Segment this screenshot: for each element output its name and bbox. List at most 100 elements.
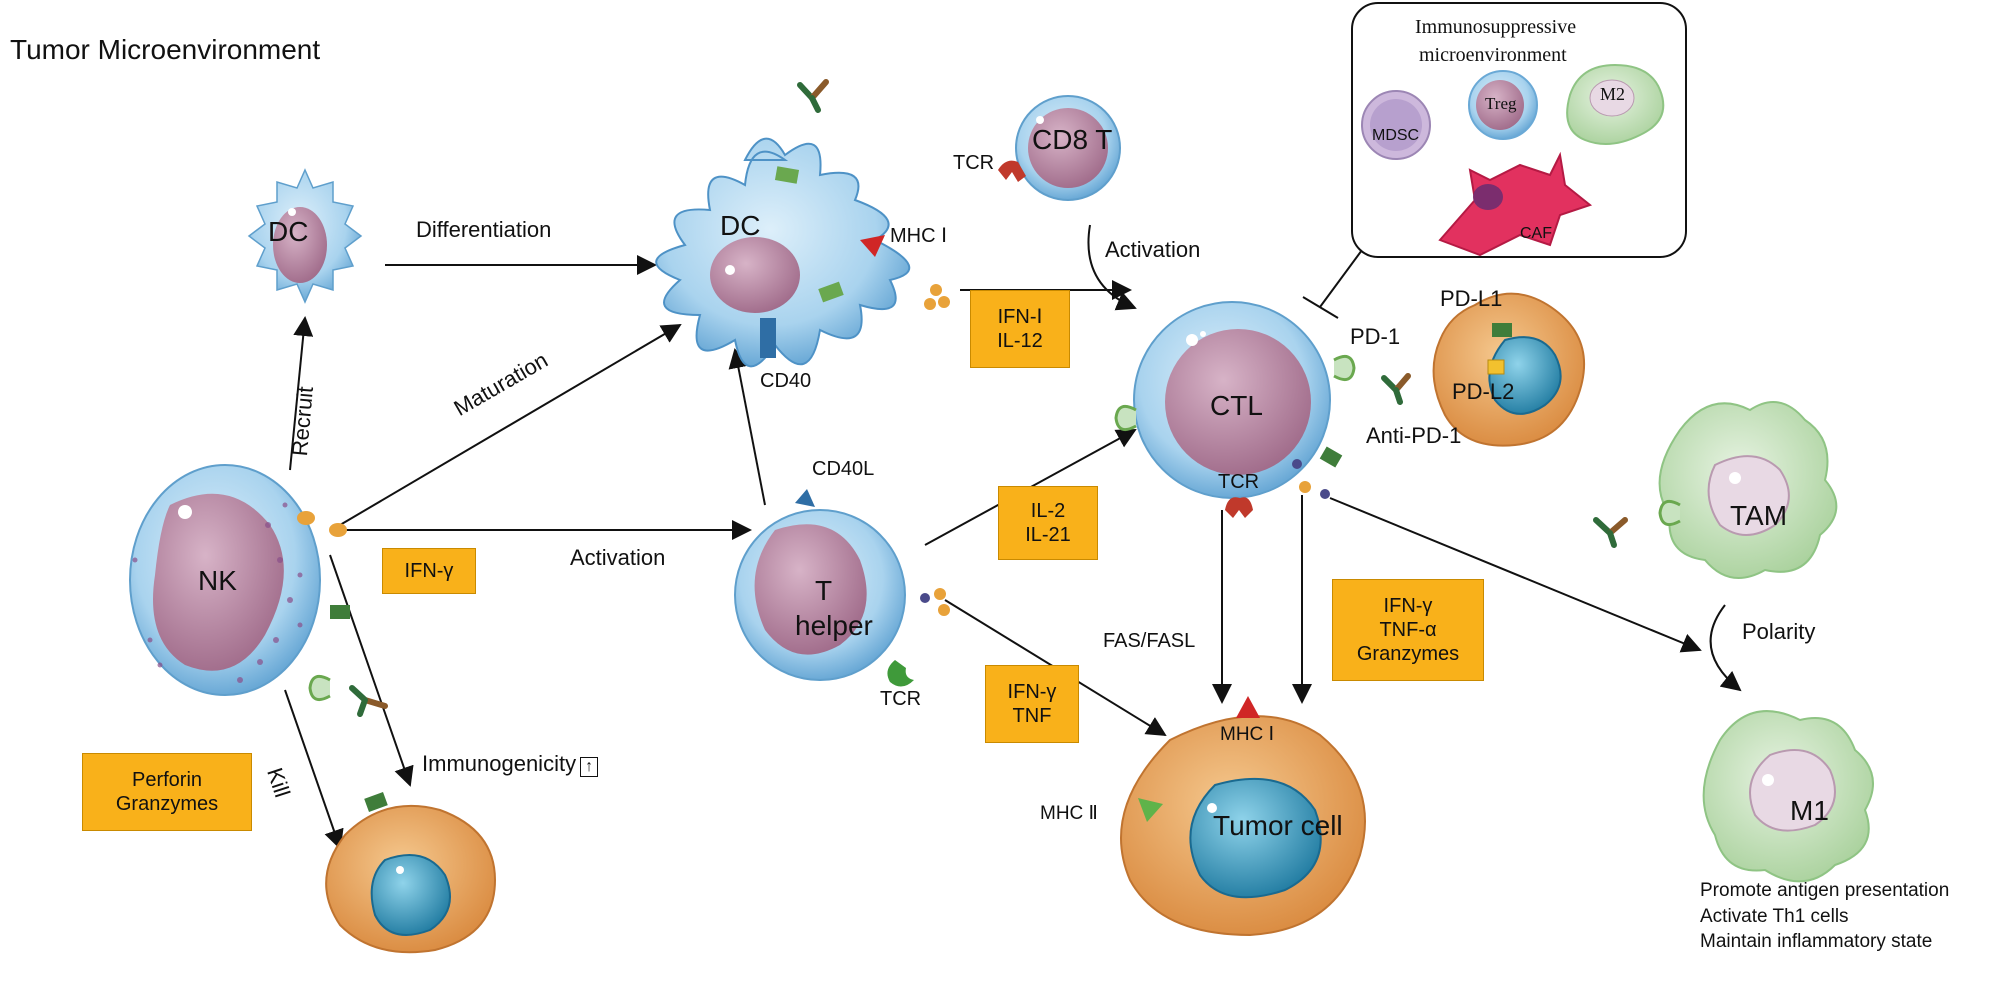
immunogenicity-text: Immunogenicity: [422, 751, 577, 776]
cd40-receptor: [760, 318, 776, 358]
m1-label: M1: [1790, 795, 1829, 826]
arrow-kill: [284, 689, 344, 850]
mhc1-tumor-label: MHC Ⅰ: [1220, 724, 1275, 745]
m2-label: M2: [1600, 84, 1626, 104]
anti-pd1-antibody-icon: [1381, 373, 1411, 405]
ifn1-il12-box: IFN-Ⅰ IL-12: [970, 290, 1070, 368]
ifng-nk-line1: IFN-γ: [404, 560, 454, 582]
arrow-recruit: [289, 316, 314, 471]
treg-cell: [1468, 70, 1538, 140]
tam-cell: [1658, 401, 1838, 579]
anti-pd1-label: Anti-PD-1: [1366, 423, 1462, 448]
tcr-th-receptor: [887, 660, 914, 687]
t-helper-cell: [734, 489, 950, 687]
arrow-ctl-to-m1: [1329, 497, 1702, 653]
effect-item-2: Activate Th1 cells: [1700, 905, 1849, 927]
pdl2-ligand: [1487, 359, 1505, 375]
cd8-activation-label: Activation: [1105, 237, 1201, 262]
perforin-line1: Perforin: [131, 769, 203, 791]
arrow-immunogenicity: [329, 554, 414, 787]
mhc2-tumor-label: MHC Ⅱ: [1040, 803, 1098, 824]
differentiation-label: Differentiation: [416, 217, 552, 242]
mhc1-dc-label: MHC Ⅰ: [890, 225, 948, 247]
pdl2-label: PD-L2: [1452, 379, 1515, 404]
mdsc-cell: [1361, 90, 1431, 160]
m1-effects-list: Promote antigen presentation Activate Th…: [1700, 878, 1949, 955]
page-title: Tumor Microenvironment: [10, 34, 321, 65]
effect-item-1: Promote antigen presentation: [1700, 880, 1950, 901]
tumor-cell-label: Tumor cell: [1213, 810, 1343, 841]
cd40-label: CD40: [760, 370, 812, 392]
ifng-nk-box: IFN-γ: [382, 548, 476, 594]
il2-line1: IL-2: [1030, 500, 1066, 522]
pdl1-label: PD-L1: [1440, 286, 1503, 311]
ifng-tnf-box: IFN-γ TNF: [985, 665, 1079, 743]
inhibition-bar: [1302, 296, 1339, 319]
nk-activation-label: Activation: [570, 545, 666, 570]
arrow-th-to-dc: [728, 348, 766, 506]
fas-fasl-label: FAS/FASL: [1103, 630, 1196, 652]
dc-small-cell: [247, 168, 363, 304]
il2-line2: IL-21: [1025, 524, 1071, 546]
mhc1-dc-marker: [860, 235, 885, 257]
t-helper-label-1: T: [815, 575, 833, 606]
ifng-tnfa-granzymes-box: IFN-γ TNF-α Granzymes: [1332, 579, 1484, 681]
tam-label: TAM: [1730, 500, 1788, 531]
m1-cell: [1702, 710, 1874, 883]
immunogenicity-label: Immunogenicity↑: [422, 751, 599, 777]
ctl-label: CTL: [1210, 390, 1263, 421]
cd8-label: CD8 T: [1032, 124, 1113, 155]
tcr-th-label: TCR: [880, 688, 922, 710]
polarity-label: Polarity: [1742, 619, 1816, 644]
arrows: [284, 224, 1742, 850]
dc-large-label: DC: [720, 210, 761, 241]
antibody-icon: [797, 79, 829, 113]
mhc2-tumor-marker: [1138, 798, 1163, 822]
inset-title-line2: microenvironment: [1419, 44, 1567, 66]
pd1-label: PD-1: [1350, 324, 1401, 349]
ifng-tnf-line2: TNF: [1012, 705, 1052, 727]
caf-cell: [1438, 151, 1593, 257]
dc-large-cell: [655, 137, 950, 368]
ifng-tnfa-line2: TNF-α: [1379, 619, 1437, 641]
ifng-tnfa-line3: Granzymes: [1356, 643, 1460, 665]
ifn1-line2: IL-12: [997, 330, 1043, 352]
ifng-tnfa-line1: IFN-γ: [1383, 595, 1433, 617]
tam-antibody-icon: [1593, 517, 1628, 548]
perforin-line2: Granzymes: [115, 793, 219, 815]
il2-il21-box: IL-2 IL-21: [998, 486, 1098, 560]
nk-cell: [129, 464, 350, 702]
effect-item-3: Maintain inflammatory state: [1700, 931, 1933, 953]
arrow-polarity: [1709, 604, 1742, 692]
cd8-t-cell: [998, 95, 1121, 201]
ifn1-line1: IFN-Ⅰ: [997, 306, 1043, 328]
ifng-tnf-line1: IFN-γ: [1007, 681, 1057, 703]
mhc1-tumor-marker: [1236, 696, 1260, 718]
caf-label: CAF: [1520, 225, 1552, 242]
inhibition-line: [1319, 249, 1363, 308]
ctl-cell: [1114, 301, 1356, 518]
cd40l-ligand: [795, 489, 815, 507]
nk-antibody-icon: [349, 685, 388, 717]
mdsc-label: MDSC: [1372, 127, 1420, 144]
cd40l-label: CD40L: [812, 458, 875, 480]
perforin-granzymes-box: Perforin Granzymes: [82, 753, 252, 831]
pdl-tumor-cell: [1432, 292, 1586, 447]
dc-small-label: DC: [268, 216, 309, 247]
arrow-maturation: [339, 323, 682, 526]
m2-cell: [1566, 63, 1665, 145]
tumor-cell: [1120, 696, 1366, 937]
treg-label: Treg: [1485, 94, 1517, 113]
inset-title-line1: Immunosuppressive: [1415, 16, 1577, 38]
tcr-cd8-label: TCR: [953, 152, 995, 174]
pdl1-ligand: [1492, 323, 1512, 337]
nk-label: NK: [198, 565, 237, 596]
tcr-ctl-receptor: [1225, 497, 1253, 518]
small-tumor-cell: [325, 792, 497, 954]
immunogenicity-up-icon: ↑: [580, 757, 599, 777]
tcr-cd8-receptor: [998, 160, 1026, 182]
arrow-cd8-activation: [1087, 224, 1137, 311]
t-helper-label-2: helper: [795, 610, 873, 641]
